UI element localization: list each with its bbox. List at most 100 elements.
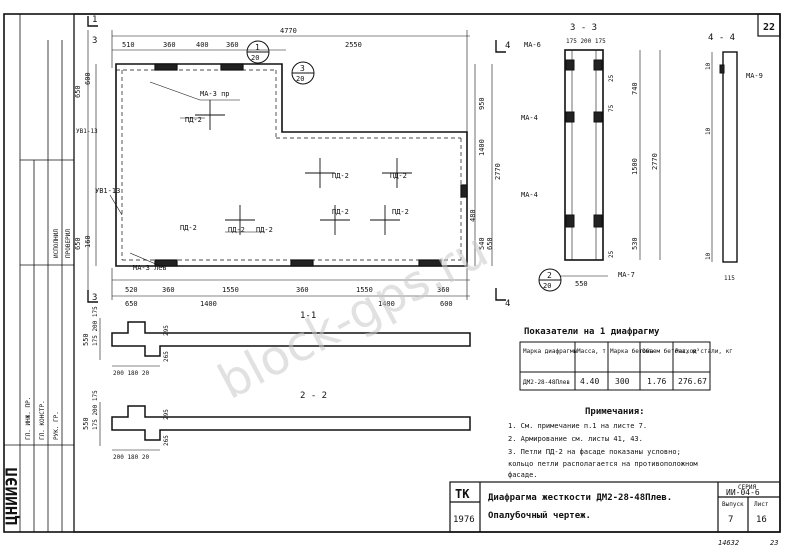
section-1-1-drawing — [99, 318, 471, 367]
s44-d10c: 10 — [705, 252, 712, 260]
dim-bot-360c: 360 — [437, 286, 450, 294]
s33-ma7: МА-7 — [618, 271, 635, 279]
series-value: ИИ-04-6 — [726, 488, 760, 497]
side-label-3: ИСПОЛНИЛ — [53, 229, 60, 258]
dim-right-2770: 2770 — [494, 163, 502, 180]
dim-left-650: 650 — [74, 85, 82, 98]
indicator-cell-0: ДМ2-28-48Плев — [523, 379, 570, 386]
series-label: СЕРИЯ — [738, 484, 756, 491]
s22-d550: 550 — [82, 417, 90, 430]
section-3-3-text: 3 - 3 175 200 175 МА-6 МА-4 МА-4 МА-7 74… — [521, 23, 659, 288]
section-4-4-title: 4 - 4 — [708, 33, 735, 43]
s22-d295: 295 — [163, 409, 170, 420]
plan-dimension-lines — [87, 30, 493, 300]
side-labels: ГЛ. ИНЖ. ПР. ГЛ. КОНСТР. РУК. ГР. ИСПОЛН… — [25, 229, 72, 440]
page-number: 22 — [763, 22, 775, 33]
mark-pd2-5: ПД-2 — [256, 226, 273, 234]
section-4-4-text: 4 - 4 МА-9 10 10 10 115 — [705, 33, 763, 282]
side-label-2: РУК. ГР. — [53, 411, 60, 440]
cut-label-1-top: 1 — [92, 15, 97, 25]
indicators-heading: Показатели на 1 диафрагму — [524, 327, 660, 337]
title-block-grid — [449, 481, 781, 533]
issue-value: 7 — [728, 515, 733, 525]
s11-d295: 295 — [163, 325, 170, 336]
side-label-4: ПРОВЕРИЛ — [65, 229, 72, 258]
mark-pd2-2: ПД-2 — [332, 172, 349, 180]
dim-left-160: 160 — [84, 235, 92, 248]
s33-d1500: 1500 — [631, 158, 639, 175]
section-1-1-text: 1-1 550 295 265 175 200 175 200 180 20 — [82, 306, 316, 377]
note-3-cont: кольцо петли располагается на противопол… — [508, 460, 698, 468]
dim-360b: 360 — [226, 41, 239, 49]
dim-bot-520: 520 — [125, 286, 138, 294]
title-tk: ТК — [455, 487, 470, 501]
s33-d25a: 25 — [608, 74, 615, 82]
dim-left-600: 600 — [84, 72, 92, 85]
s33-ma6: МА-6 — [524, 41, 541, 49]
section-2-2-drawing — [99, 402, 471, 451]
section-4-4-drawing — [711, 51, 738, 263]
s33-ma4-bottom: МА-4 — [521, 191, 538, 199]
plan-dimension-text: 4770 510 360 400 360 2550 650 600 650 16… — [74, 27, 502, 308]
side-label-1: ГЛ. КОНСТР. — [39, 400, 46, 440]
section-2-2-title: 2 - 2 — [300, 391, 327, 401]
dim-bot2-650: 650 — [125, 300, 138, 308]
callout-2-number: 2 — [547, 271, 552, 280]
note-1: 1. См. примечание п.1 на листе 7. — [508, 422, 647, 430]
leader-lines — [109, 81, 265, 269]
mark-pd2-3: ПД-2 — [390, 172, 407, 180]
notes-list: 1. См. примечание п.1 на листе 7. 2. Арм… — [508, 422, 698, 479]
s33-d550: 550 — [575, 280, 588, 288]
dim-right-950: 950 — [478, 97, 486, 110]
sheet-value: 16 — [756, 515, 767, 525]
mark-pd2-6: ПД-2 — [332, 208, 349, 216]
s11-d-stack: 175 200 175 — [92, 306, 99, 346]
s22-d-stack: 175 200 175 — [92, 390, 99, 430]
mark-pd2-7: ПД-2 — [392, 208, 409, 216]
watermark: block-gps.ru — [209, 222, 497, 410]
s44-d10b: 10 — [705, 127, 712, 135]
mark-uv113-top: УВ1-13 — [76, 128, 98, 135]
callout-2-sheet: 20 — [543, 282, 551, 290]
note-2: 2. Армирование см. листы 41, 43. — [508, 435, 643, 443]
title-year: 1976 — [453, 515, 475, 525]
mark-ma3-left: МА-3 лев — [133, 264, 167, 272]
mark-uv113-mid: УВ1-13 — [95, 187, 120, 195]
dim-bot-360b: 360 — [296, 286, 309, 294]
s11-d550: 550 — [82, 333, 90, 346]
cut-label-3-bottom: 3 — [92, 293, 97, 303]
footer-left-number: 14632 — [718, 539, 739, 547]
title-name-line2: Опалубочный чертеж. — [488, 510, 591, 521]
s33-d740: 740 — [631, 82, 639, 95]
s22-d-bottom: 200 180 20 — [113, 454, 150, 461]
s44-d10a: 10 — [705, 62, 712, 70]
indicator-col-1: Масса, т — [577, 348, 606, 355]
indicator-cell-1: 4.40 — [580, 377, 599, 386]
indicators-table: Марка диафрагмы Масса, т Марка бетона Об… — [523, 348, 733, 386]
note-3-end: фасаде. — [508, 471, 538, 479]
issue-label: Выпуск — [722, 501, 744, 508]
s11-d265: 265 — [163, 351, 170, 362]
plan-outline — [115, 63, 468, 267]
dim-bot-1550a: 1550 — [222, 286, 239, 294]
indicator-cell-3: 1.76 — [647, 377, 666, 386]
title-name-line1: Диафрагма жесткости ДМ2-28-48Плев. — [488, 493, 672, 503]
s22-d265: 265 — [163, 435, 170, 446]
mark-pd2-8: ПД-2 — [180, 224, 197, 232]
footer-right-number: 23 — [770, 539, 778, 547]
indicators-table-grid — [519, 341, 711, 391]
dim-360a: 360 — [163, 41, 176, 49]
section-3-3-drawing — [560, 49, 661, 277]
dim-bot-360a: 360 — [162, 286, 175, 294]
dim-bot2-1400a: 1400 — [200, 300, 217, 308]
s33-dim-top: 175 200 175 — [566, 38, 606, 45]
section-1-1-title: 1-1 — [300, 311, 316, 321]
section-2-2-text: 2 - 2 550 295 265 175 200 175 200 180 20 — [82, 390, 327, 461]
dim-right-1400: 1400 — [478, 139, 486, 156]
indicator-col-4: Расход стали, кг — [675, 348, 733, 355]
section-3-3-title: 3 - 3 — [570, 23, 597, 33]
dim-overall-width: 4770 — [280, 27, 297, 35]
s44-d115: 115 — [724, 275, 735, 282]
side-label-0: ГЛ. ИНЖ. ПР. — [25, 397, 32, 440]
